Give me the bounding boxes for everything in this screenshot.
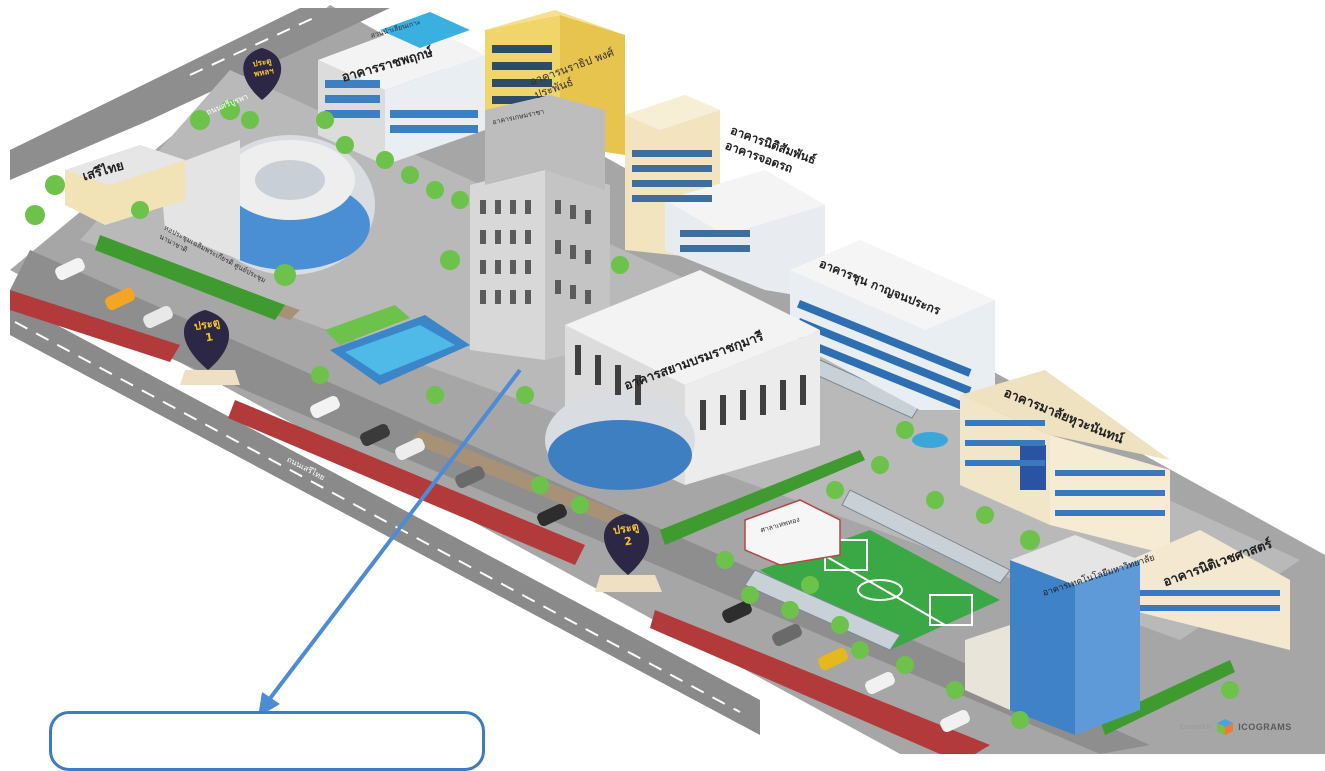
grey-tower-side bbox=[545, 165, 610, 360]
car bbox=[772, 623, 802, 647]
fountain bbox=[912, 432, 948, 448]
rajpruek-windows bbox=[325, 80, 478, 133]
car bbox=[105, 287, 135, 311]
icograms-logo-icon bbox=[1217, 719, 1234, 735]
canopy bbox=[744, 569, 901, 651]
siamborom-windows bbox=[575, 345, 806, 430]
siamborom-front bbox=[685, 330, 820, 485]
bike-lane-2 bbox=[228, 400, 585, 565]
campus-isometric-map bbox=[10, 5, 1325, 754]
goal bbox=[929, 594, 973, 626]
car bbox=[55, 257, 85, 281]
bike-lane-3 bbox=[650, 610, 990, 754]
rajpruek-pool-roof bbox=[380, 12, 470, 48]
car bbox=[537, 503, 567, 527]
pavilion bbox=[744, 499, 841, 566]
auditorium-top bbox=[255, 160, 325, 200]
malai-roof bbox=[960, 370, 1170, 460]
football-field bbox=[760, 530, 1000, 650]
gate-3-pin bbox=[243, 48, 282, 100]
car bbox=[865, 671, 895, 695]
blue-tower-annex bbox=[965, 625, 1010, 710]
malai-banner bbox=[1020, 445, 1046, 490]
credit-brand: ICOGRAMS bbox=[1238, 722, 1292, 732]
grey-tower-upper bbox=[485, 95, 605, 190]
yellow-tower-roof bbox=[485, 10, 625, 35]
bike-lane-1 bbox=[10, 290, 180, 362]
front-road bbox=[10, 300, 760, 735]
blue-tower-side bbox=[1010, 560, 1075, 735]
lawn bbox=[325, 305, 410, 345]
callout-box bbox=[49, 711, 485, 771]
siamborom-roof bbox=[565, 270, 820, 385]
car bbox=[360, 423, 390, 447]
saroj-windows bbox=[632, 150, 750, 252]
car bbox=[310, 395, 340, 419]
yellow-tower-windows bbox=[492, 45, 552, 104]
car bbox=[940, 709, 970, 733]
pool-water bbox=[345, 325, 455, 375]
parking-roof bbox=[665, 170, 825, 235]
nitiwetch-windows bbox=[1140, 590, 1280, 611]
car bbox=[395, 437, 425, 461]
field-line bbox=[814, 549, 946, 626]
field-circle bbox=[857, 579, 903, 601]
car bbox=[722, 600, 752, 624]
seritai-roof bbox=[65, 145, 185, 185]
blue-tower-roof bbox=[1010, 535, 1140, 585]
car bbox=[455, 465, 485, 489]
saroj-roof bbox=[625, 95, 720, 130]
pointer-arrow-head bbox=[258, 692, 280, 717]
chun-windows bbox=[797, 299, 972, 413]
gate-1-pin bbox=[180, 310, 240, 385]
lane-dash bbox=[14, 321, 741, 713]
grey-tower-windows bbox=[480, 200, 591, 304]
credit-created-in: Created in bbox=[1180, 723, 1213, 731]
hedge bbox=[95, 235, 285, 320]
malai-windows bbox=[965, 420, 1165, 516]
hedge bbox=[660, 450, 865, 545]
gate-2-pin bbox=[595, 514, 662, 592]
car bbox=[818, 647, 848, 671]
chun-roof bbox=[790, 240, 995, 330]
trees bbox=[25, 100, 1239, 729]
top-road bbox=[10, 8, 390, 180]
canopy bbox=[841, 489, 1011, 584]
blue-tower-front bbox=[1075, 560, 1140, 735]
hedge bbox=[1100, 660, 1235, 735]
siamborom-rotunda-glass bbox=[548, 420, 692, 490]
car bbox=[143, 305, 173, 329]
icograms-credit: Created in ICOGRAMS bbox=[1180, 712, 1292, 742]
pointer-arrow bbox=[263, 368, 522, 707]
